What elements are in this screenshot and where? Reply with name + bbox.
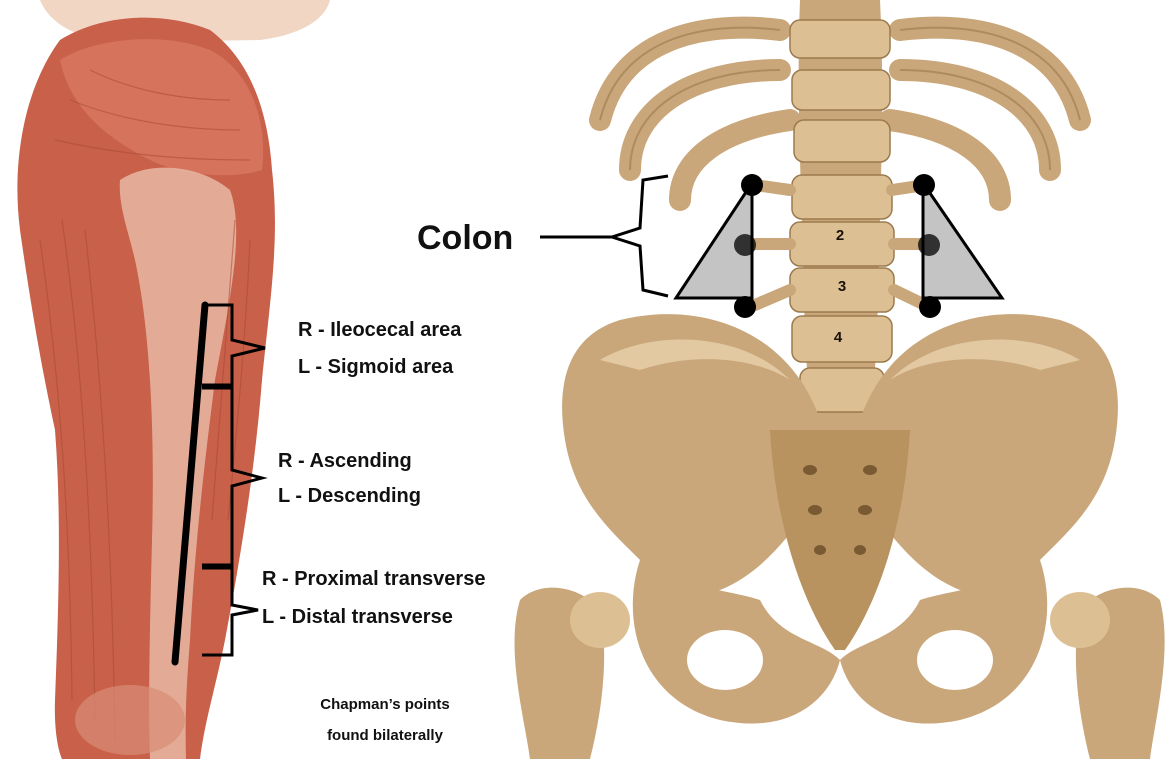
thigh-brackets — [202, 303, 268, 657]
point-left-top — [741, 174, 763, 196]
vertebra-label-4: 4 — [834, 329, 843, 346]
skeleton-illustration — [514, 0, 1165, 759]
chapman-points — [734, 174, 941, 318]
point-left-bottom — [734, 296, 756, 318]
point-left-mid — [734, 234, 756, 256]
region-3-left-label: L - Distal transverse — [262, 606, 453, 628]
bracket-ileocecal-sigmoid — [202, 303, 266, 387]
region-1-right-label: R - Ileocecal area — [298, 319, 462, 341]
region-2-right-label: R - Ascending — [278, 450, 412, 472]
region-1-left-label: L - Sigmoid area — [298, 356, 454, 378]
note-line-2: found bilaterally — [327, 727, 444, 744]
colon-bracket — [540, 174, 669, 298]
point-right-mid — [918, 234, 940, 256]
note-line-1: Chapman’s points — [320, 696, 449, 713]
thigh-reference-line — [171, 301, 209, 666]
region-2-left-label: L - Descending — [278, 485, 421, 507]
vertebra-label-3: 3 — [838, 278, 846, 295]
region-3-right-label: R - Proximal transverse — [262, 568, 485, 590]
colon-label: Colon — [417, 219, 513, 257]
vertebra-label-2: 2 — [836, 227, 844, 244]
bracket-transverse — [202, 566, 259, 657]
point-right-bottom — [919, 296, 941, 318]
point-right-top — [913, 174, 935, 196]
bracket-ascending-descending — [202, 386, 268, 567]
region-labels: R - Ileocecal area L - Sigmoid area R - … — [262, 319, 485, 628]
